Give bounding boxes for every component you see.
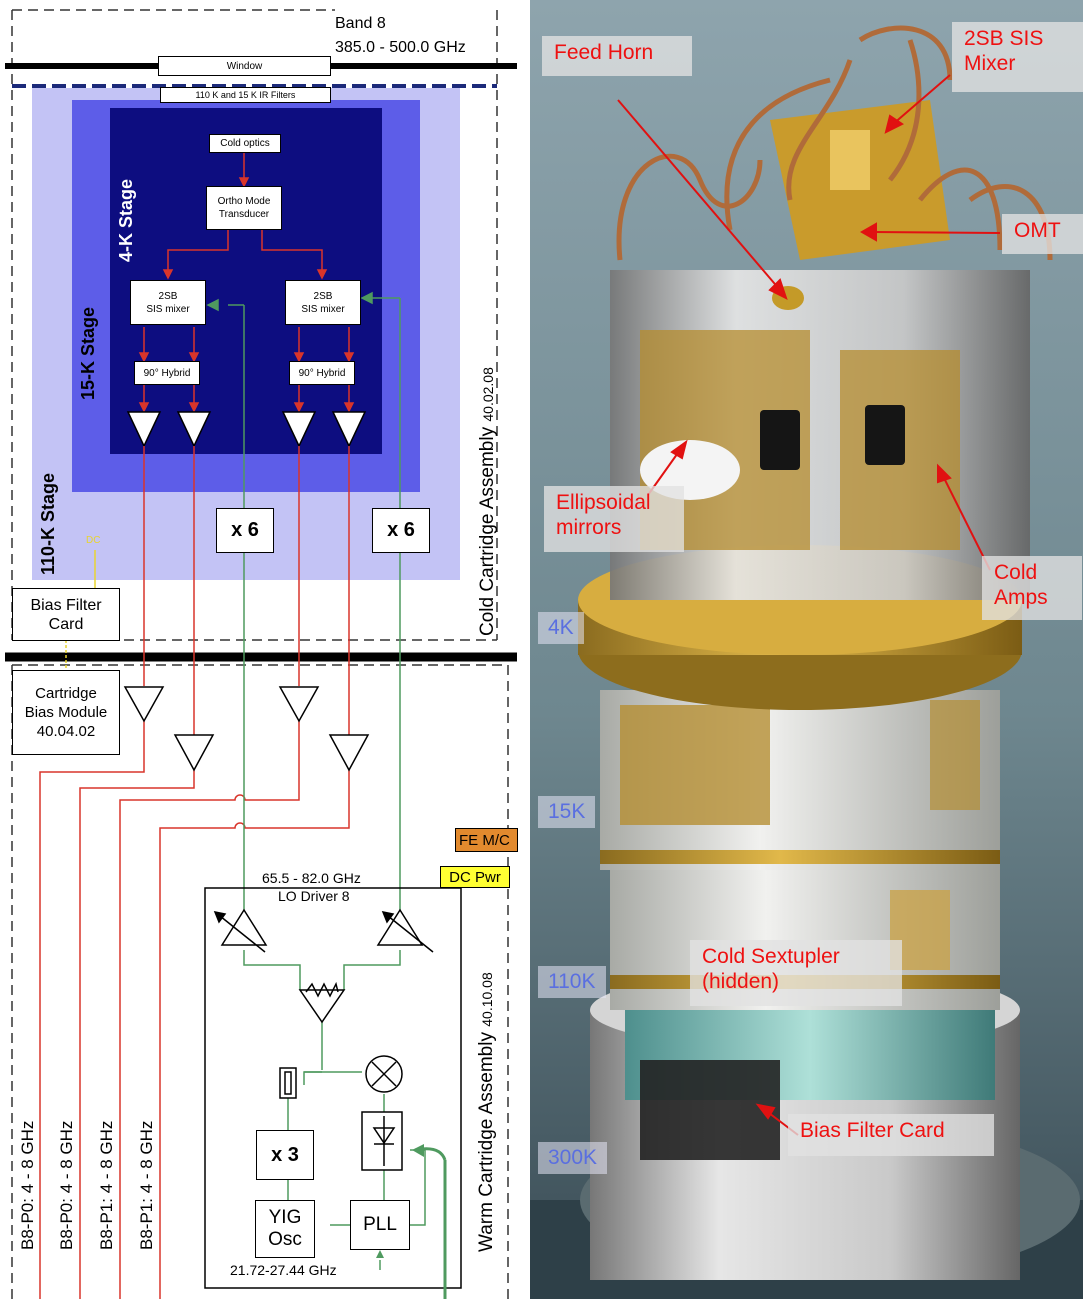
lo-combiner-amp	[300, 990, 344, 1022]
stage-110k-label: 110-K Stage	[38, 473, 59, 575]
wca-label: Warm Cartridge Assembly 40.10.08	[476, 972, 498, 1252]
temp-300k: 300K	[538, 1142, 607, 1174]
output-label-2: B8-P0: 4 - 8 GHz	[57, 1121, 77, 1250]
dc-label: DC	[86, 535, 100, 546]
cca-title: Cold Cartridge Assembly	[477, 427, 498, 636]
hybrid-box-left: 90° Hybrid	[134, 361, 200, 385]
cartridge-bias-module-box: Cartridge Bias Module 40.04.02	[12, 670, 120, 755]
cold-optics-box: Cold optics	[209, 134, 281, 153]
lo-freq: 65.5 - 82.0 GHz	[262, 870, 361, 886]
band-title: Band 8	[335, 14, 495, 33]
label-omt: OMT	[1002, 214, 1083, 254]
label-ellipsoidal-mirrors: Ellipsoidal mirrors	[544, 486, 684, 552]
wca-number: 40.10.08	[479, 972, 495, 1027]
label-cold-sextupler: Cold Sextupler (hidden)	[690, 940, 902, 1006]
multiplier-x3: x 3	[256, 1130, 314, 1180]
lo-amp-left	[222, 910, 266, 945]
temp-15k: 15K	[538, 796, 595, 828]
cca-number: 40.02.08	[480, 367, 496, 422]
omt-box: Ortho Mode Transducer	[206, 186, 282, 230]
warm-amp-1	[125, 687, 163, 721]
mixer-box-left: 2SB SIS mixer	[130, 280, 206, 325]
dc-pwr-tag: DC Pwr	[440, 866, 510, 888]
mixer-box-right: 2SB SIS mixer	[285, 280, 361, 325]
window-box: Window	[158, 56, 331, 76]
temp-110k: 110K	[538, 966, 606, 998]
stage-15k-label: 15-K Stage	[78, 307, 99, 400]
warm-amp-3	[280, 687, 318, 721]
temp-4k: 4K	[538, 612, 584, 644]
wca-title: Warm Cartridge Assembly	[476, 1032, 497, 1252]
block-diagram: Band 8 385.0 - 500.0 GHz Window 110 K an…	[0, 0, 525, 1299]
label-2sb-sis-mixer: 2SB SIS Mixer	[952, 22, 1083, 92]
pll-box: PLL	[350, 1200, 410, 1250]
fe-mc-tag: FE M/C	[455, 828, 518, 852]
label-feed-horn: Feed Horn	[542, 36, 692, 76]
warm-amp-4	[330, 735, 368, 770]
ir-filters-box: 110 K and 15 K IR Filters	[160, 87, 331, 103]
sextupler-left: x 6	[216, 508, 274, 553]
warm-amp-2	[175, 735, 213, 770]
bias-filter-card-box: Bias Filter Card	[12, 588, 120, 641]
stage-4k-label: 4-K Stage	[116, 179, 137, 262]
lo-driver-label: LO Driver 8	[278, 888, 350, 904]
label-bias-filter-card: Bias Filter Card	[788, 1114, 994, 1156]
label-cold-amps: Cold Amps	[982, 556, 1082, 620]
band-freq: 385.0 - 500.0 GHz	[335, 38, 510, 57]
sextupler-right: x 6	[372, 508, 430, 553]
hybrid-box-right: 90° Hybrid	[289, 361, 355, 385]
output-label-3: B8-P1: 4 - 8 GHz	[97, 1121, 117, 1250]
cca-label: Cold Cartridge Assembly 40.02.08	[477, 367, 499, 636]
cartridge-photo: Feed Horn 2SB SIS Mixer OMT Ellipsoidal …	[530, 0, 1083, 1299]
photo-illustration	[530, 0, 1083, 1299]
output-label-1: B8-P0: 4 - 8 GHz	[18, 1121, 38, 1250]
output-label-4: B8-P1: 4 - 8 GHz	[137, 1121, 157, 1250]
yig-freq: 21.72-27.44 GHz	[230, 1262, 337, 1278]
yig-osc-box: YIG Osc	[255, 1200, 315, 1258]
